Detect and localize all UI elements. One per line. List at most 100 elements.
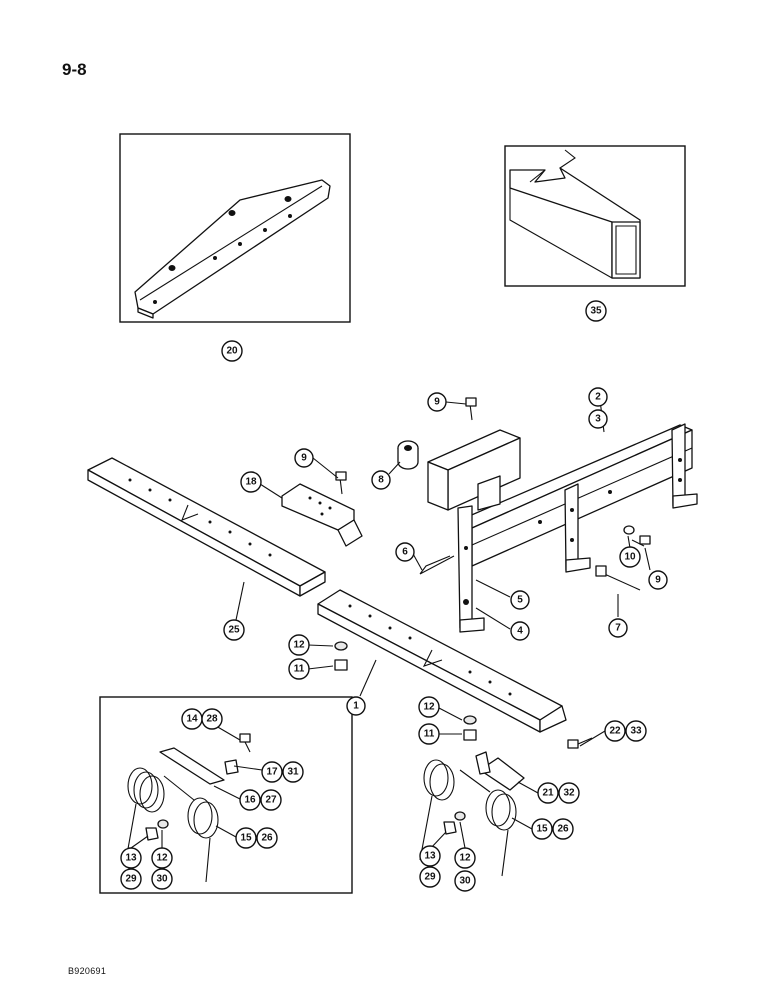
callout-12: 12 <box>418 696 440 718</box>
callout-11: 11 <box>418 723 440 745</box>
svg-text:31: 31 <box>287 767 299 778</box>
svg-text:13: 13 <box>125 853 137 864</box>
callout-8: 8 <box>371 470 391 490</box>
spring-coil-left <box>125 767 165 861</box>
svg-text:9: 9 <box>655 575 661 586</box>
bolts <box>239 397 651 753</box>
svg-text:12: 12 <box>293 640 305 651</box>
svg-text:11: 11 <box>294 664 305 675</box>
svg-text:13: 13 <box>424 851 436 862</box>
callout-12: 12 <box>454 847 476 869</box>
callout-14: 14 <box>181 708 203 730</box>
callout-9: 9 <box>427 392 447 412</box>
svg-text:21: 21 <box>542 788 554 799</box>
svg-text:27: 27 <box>265 795 277 806</box>
svg-text:12: 12 <box>459 853 471 864</box>
callout-7: 7 <box>608 618 628 638</box>
svg-text:17: 17 <box>266 767 278 778</box>
figure-code: B920691 <box>68 966 107 976</box>
svg-text:26: 26 <box>261 833 273 844</box>
callout-26: 26 <box>552 818 574 840</box>
callout-30: 30 <box>454 870 476 892</box>
svg-text:18: 18 <box>245 477 257 488</box>
callout-1: 1 <box>346 696 366 716</box>
callout-12: 12 <box>151 847 173 869</box>
svg-text:14: 14 <box>186 714 198 725</box>
callout-35: 35 <box>585 300 607 322</box>
callout-22: 22 <box>604 720 626 742</box>
svg-text:22: 22 <box>609 726 621 737</box>
callout-31: 31 <box>282 761 304 783</box>
callout-13: 13 <box>120 847 142 869</box>
tine-bar-center <box>317 589 567 733</box>
callout-3: 3 <box>588 409 608 429</box>
callout-17: 17 <box>261 761 283 783</box>
callout-28: 28 <box>201 708 223 730</box>
svg-text:3: 3 <box>595 414 601 425</box>
callout-33: 33 <box>625 720 647 742</box>
main-frame <box>457 423 698 633</box>
svg-text:5: 5 <box>517 595 523 606</box>
tube-piece <box>427 429 521 511</box>
svg-text:29: 29 <box>424 872 436 883</box>
callout-21: 21 <box>537 782 559 804</box>
callout-15: 15 <box>531 818 553 840</box>
guard-plate <box>159 747 225 785</box>
callout-5: 5 <box>510 590 530 610</box>
svg-text:30: 30 <box>459 876 471 887</box>
lynch-pin <box>419 555 455 575</box>
page-number: 9-8 <box>62 60 87 79</box>
spring-tine-right <box>419 751 525 877</box>
svg-text:28: 28 <box>206 714 218 725</box>
callout-20: 20 <box>221 340 243 362</box>
svg-text:4: 4 <box>517 626 523 637</box>
svg-text:11: 11 <box>424 729 435 740</box>
callout-29: 29 <box>120 868 142 890</box>
callout-29: 29 <box>419 866 441 888</box>
callout-2: 2 <box>588 387 608 407</box>
svg-text:12: 12 <box>156 853 168 864</box>
callout-32: 32 <box>558 782 580 804</box>
callout-26: 26 <box>256 827 278 849</box>
callout-9: 9 <box>648 570 668 590</box>
svg-text:32: 32 <box>563 788 575 799</box>
callout-15: 15 <box>235 827 257 849</box>
svg-text:30: 30 <box>156 874 168 885</box>
svg-text:10: 10 <box>624 552 636 563</box>
callout-25: 25 <box>223 619 245 641</box>
tine-mount-bracket <box>475 751 525 791</box>
svg-text:16: 16 <box>244 795 256 806</box>
callout-18: 18 <box>240 471 262 493</box>
clamp-bracket <box>281 483 363 547</box>
svg-text:20: 20 <box>226 346 238 357</box>
callout-4: 4 <box>510 621 530 641</box>
svg-text:9: 9 <box>434 397 440 408</box>
svg-text:7: 7 <box>615 623 621 634</box>
svg-text:6: 6 <box>402 547 408 558</box>
callout-6: 6 <box>395 542 415 562</box>
spring-coil-right <box>163 775 219 883</box>
svg-text:35: 35 <box>590 306 602 317</box>
callout-16: 16 <box>239 789 261 811</box>
callout-30: 30 <box>151 868 173 890</box>
svg-text:25: 25 <box>228 625 240 636</box>
callout-10: 10 <box>619 546 641 568</box>
inset-box-plate <box>119 133 351 323</box>
svg-text:33: 33 <box>630 726 642 737</box>
callout-13: 13 <box>419 845 441 867</box>
svg-text:26: 26 <box>557 824 569 835</box>
svg-text:9: 9 <box>301 453 307 464</box>
tine-bar-left <box>87 457 326 597</box>
inset-box-tube <box>504 145 686 287</box>
callout-27: 27 <box>260 789 282 811</box>
square-tube <box>509 149 641 279</box>
callout-11: 11 <box>288 658 310 680</box>
svg-text:29: 29 <box>125 874 137 885</box>
svg-text:8: 8 <box>378 475 384 486</box>
bushing <box>397 440 419 470</box>
callout-12: 12 <box>288 634 310 656</box>
svg-text:2: 2 <box>595 392 601 403</box>
svg-text:1: 1 <box>353 701 359 712</box>
svg-text:12: 12 <box>423 702 435 713</box>
